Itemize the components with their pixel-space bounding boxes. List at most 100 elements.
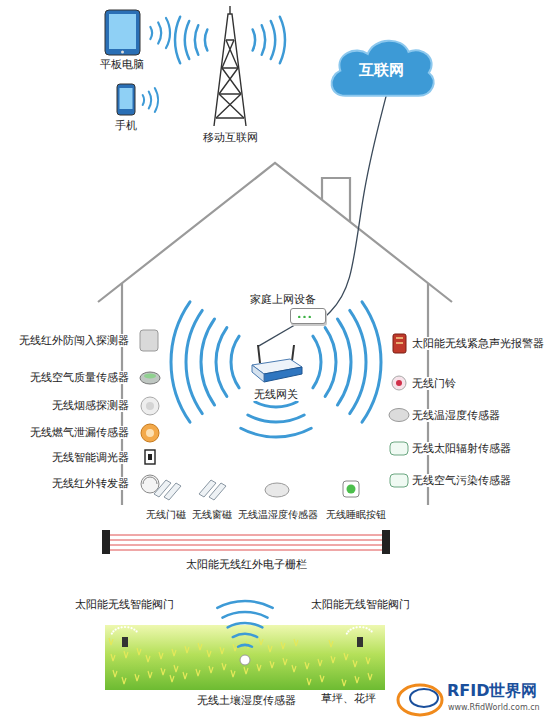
water-spray (359, 626, 361, 628)
mobile-tower-part (216, 40, 244, 118)
grass-blade (292, 665, 296, 672)
left-sensor-icons-part (148, 454, 152, 460)
grass-blade (146, 655, 150, 662)
water-spray (117, 627, 119, 629)
mobile-tower-part (214, 14, 246, 126)
left-sensor-icons-part (145, 450, 155, 464)
grass-blade (111, 654, 115, 661)
grass-blade (281, 642, 285, 649)
right-sensor-icons (389, 334, 409, 487)
grass-blade (174, 665, 178, 672)
lawn-area: 草坪、花坪 (105, 625, 385, 690)
house-outline-part (322, 178, 350, 222)
left-sensor-icons-part (141, 424, 159, 442)
radio-wave (222, 612, 267, 618)
house-outline-part (98, 163, 452, 302)
wireless-gateway: 无线网关 (248, 343, 304, 385)
connector-line (258, 324, 296, 346)
fence-label: 太阳能无线红外电子栅栏 (185, 558, 308, 571)
radio-wave (325, 328, 336, 397)
water-spray (130, 627, 132, 629)
sensor-label: 无线燃气泄漏传感器 (29, 426, 130, 439)
grass-blade (294, 639, 298, 646)
grass-blade (231, 670, 235, 677)
wireless-gateway-shape (248, 343, 304, 385)
grass-blade (183, 672, 187, 679)
left-sensor-icons-part (140, 330, 158, 351)
grass-blade (233, 644, 237, 651)
radio-wave (171, 302, 190, 422)
grass-blade (318, 659, 322, 666)
valve-label: 太阳能无线智能阀门 (74, 598, 175, 611)
home-router-shape (291, 309, 325, 323)
mobile-tower-part (229, 6, 230, 14)
radio-wave (255, 402, 297, 407)
tablet-icon-part (109, 14, 136, 49)
radio-wave (231, 336, 239, 388)
left-sensor-icons-part (146, 429, 154, 437)
device-label: 平板电脑 (99, 58, 145, 71)
bottom-sensor-icons-part (265, 483, 289, 497)
infrared-fence-part (110, 535, 382, 550)
radio-wave (238, 645, 252, 647)
network-label: 移动互联网 (202, 131, 259, 144)
cloud-outline (332, 41, 434, 96)
sensor-label: 无线窗磁 (191, 509, 233, 521)
bottom-sensor-icons-part (343, 481, 359, 497)
internet-cloud: 互联网 (325, 33, 437, 101)
wireless-gateway-label: 无线网关 (253, 388, 299, 401)
tablet-icon (105, 10, 140, 55)
router-led (303, 316, 305, 318)
device-label: 手机 (114, 119, 138, 132)
sensor-label: 无线太阳辐射传感器 (411, 442, 512, 455)
right-sensor-icons-part (389, 409, 409, 422)
lawn-area-label: 草坪、花坪 (320, 692, 377, 705)
grass-blade (344, 653, 348, 660)
home-router-label: 家庭上网设备 (249, 293, 317, 306)
watermark-logo-part (398, 685, 442, 715)
right-sensor-icons-part (396, 338, 403, 343)
sensor-label: 无线空气污染传感器 (411, 474, 512, 487)
sensor-label: 无线红外转发器 (51, 477, 130, 490)
left-sensor-icons (140, 330, 160, 493)
grass-blade (259, 638, 263, 645)
house-outline (98, 163, 452, 505)
sensor-label: 无线智能调光器 (51, 451, 130, 464)
sensor-label: 无线烟感探测器 (51, 399, 130, 412)
gateway-side (252, 365, 264, 382)
water-spray (346, 632, 348, 634)
water-spray (365, 627, 367, 629)
grass-blade (196, 669, 200, 676)
radio-wave (166, 18, 170, 48)
grass-blade (209, 666, 213, 673)
left-sensor-icons-part (146, 402, 154, 410)
grass-blade (331, 656, 335, 663)
radio-wave (350, 310, 366, 413)
router-led (298, 316, 300, 318)
water-spray (115, 628, 117, 630)
radio-wave (216, 328, 227, 397)
radio-wave (337, 319, 351, 405)
radio-wave (150, 27, 152, 39)
radio-wave (155, 88, 158, 112)
valve-icon (122, 637, 128, 647)
grass-blade (257, 664, 261, 671)
valve-label: 太阳能无线智能阀门 (310, 598, 411, 611)
radio-wave (313, 336, 321, 388)
radio-wave (143, 95, 144, 105)
grass-blade (355, 676, 359, 683)
radio-wave (280, 17, 285, 63)
radio-wave (201, 319, 215, 405)
left-sensor-icons-part (141, 475, 159, 493)
grass-blade (185, 646, 189, 653)
water-spray (124, 626, 126, 628)
radio-wave (175, 17, 180, 63)
grass-blade (159, 652, 163, 659)
sensor-label: 无线土壤湿度传感器 (196, 694, 297, 707)
grass-blade (222, 663, 226, 670)
radio-wave (253, 29, 255, 50)
grass-blade (113, 670, 117, 677)
house-outline-part (122, 283, 428, 505)
home-router: 家庭上网设备 (290, 308, 326, 324)
grass-blade (124, 651, 128, 658)
